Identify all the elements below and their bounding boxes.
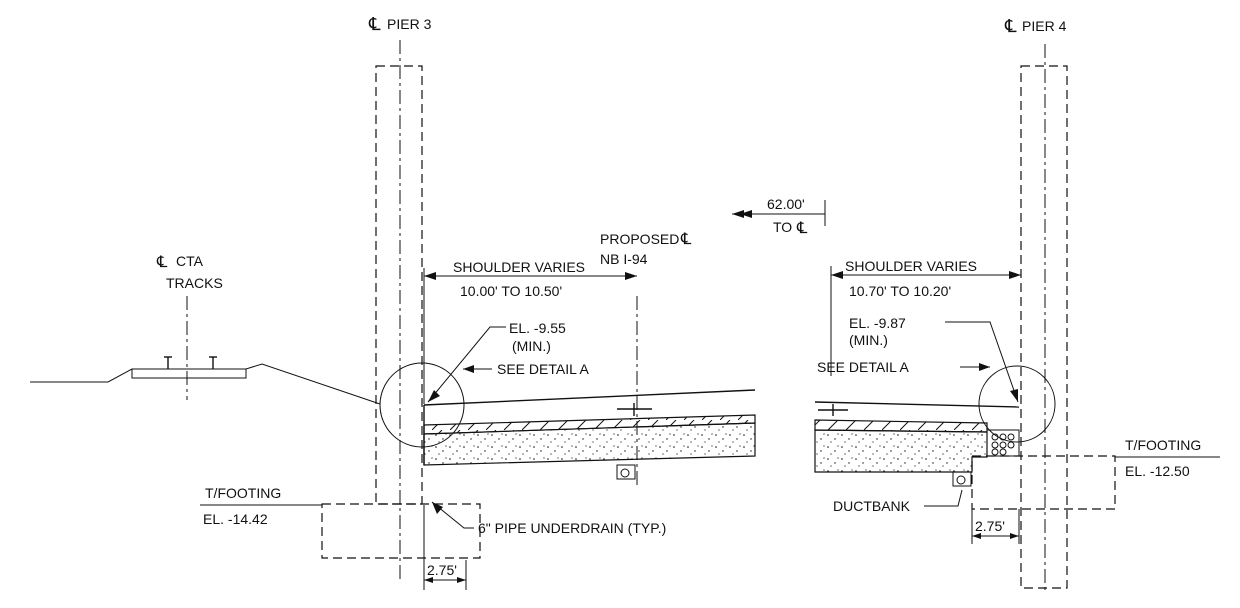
shoulder-dim-right bbox=[831, 271, 1021, 279]
offset-dim-label: 62.00' bbox=[767, 196, 805, 212]
rail-right bbox=[209, 356, 217, 369]
ductbank-label: DUCTBANK bbox=[833, 498, 911, 514]
pavement-base-right bbox=[814, 429, 988, 473]
underdrain-pipe-right bbox=[956, 475, 966, 485]
shoulder-range-right: 10.70' TO 10.20' bbox=[849, 283, 951, 299]
footing-elev-right: EL. -12.50 bbox=[1125, 463, 1190, 479]
offset-dim bbox=[732, 210, 825, 218]
proposed-label-group: PROPOSED ℄ NB I-94 bbox=[600, 231, 692, 267]
pavement-surface-right bbox=[814, 401, 1020, 408]
elev-min-right: (MIN.) bbox=[849, 332, 888, 348]
pier-4-label: PIER 4 bbox=[1022, 18, 1067, 34]
pier-4-group: ℄ PIER 4 62.00' TO ℄ SHOULDER VARIES 10.… bbox=[732, 16, 1220, 590]
shoulder-dim-left bbox=[424, 272, 637, 280]
pier-3-group: ℄ PIER 3 ℄ CTA TRACKS bbox=[30, 14, 756, 590]
ductbank-leader bbox=[924, 489, 963, 507]
crown-mark-right bbox=[818, 404, 848, 416]
elev-arrow-left bbox=[428, 390, 440, 402]
tracks-label: TRACKS bbox=[166, 275, 223, 291]
elev-min-left: (MIN.) bbox=[512, 338, 551, 354]
proposed-label: PROPOSED bbox=[600, 231, 679, 247]
rail-left bbox=[164, 356, 172, 369]
cta-label: CTA bbox=[176, 253, 204, 269]
elev-leader-right bbox=[945, 321, 1019, 403]
detail-a-circle-left bbox=[379, 362, 465, 448]
detail-a-circle-right bbox=[978, 365, 1056, 443]
ductbank-conduits bbox=[991, 433, 1015, 456]
offset-centerline-symbol: ℄ bbox=[796, 220, 808, 237]
pier-4-centerline-symbol: ℄ bbox=[1004, 16, 1017, 36]
underdrain-label: 6" PIPE UNDERDRAIN (TYP.) bbox=[478, 520, 666, 536]
pier-3-centerline-symbol: ℄ bbox=[368, 14, 381, 34]
underdrain-box-left bbox=[616, 464, 636, 480]
ground-line bbox=[30, 363, 381, 405]
shoulder-label-right: SHOULDER VARIES bbox=[845, 258, 977, 274]
dim-label-right: 2.75' bbox=[975, 518, 1005, 534]
footing-label-left: T/FOOTING bbox=[205, 485, 281, 501]
elev-label-left: EL. -9.55 bbox=[509, 320, 566, 336]
pier-4-footing bbox=[971, 455, 1116, 510]
ductbank-box bbox=[986, 429, 1020, 457]
footing-elev-left: EL. -14.42 bbox=[203, 511, 268, 527]
pier-3-label: PIER 3 bbox=[387, 16, 432, 32]
elev-arrow-right bbox=[1010, 389, 1018, 402]
pier-3-column bbox=[375, 65, 423, 505]
underdrain-leader bbox=[431, 501, 474, 529]
shoulder-label-left: SHOULDER VARIES bbox=[453, 259, 585, 275]
pier-4-column bbox=[1020, 65, 1068, 589]
track-ballast bbox=[131, 368, 247, 379]
detail-arrow-right bbox=[979, 363, 990, 371]
pier-3-footing bbox=[321, 503, 481, 559]
offset-to-label: TO bbox=[773, 219, 792, 235]
dim-label-left: 2.75' bbox=[427, 562, 457, 578]
underdrain-arrow bbox=[432, 502, 443, 514]
elev-leader-left bbox=[427, 326, 506, 403]
shoulder-range-left: 10.00' TO 10.50' bbox=[460, 283, 562, 299]
elev-label-right: EL. -9.87 bbox=[849, 315, 906, 331]
detail-label-left: SEE DETAIL A bbox=[497, 361, 589, 377]
svg-text:℄: ℄ bbox=[368, 14, 381, 34]
detail-label-right: SEE DETAIL A bbox=[817, 359, 909, 375]
underdrain-pipe-left bbox=[620, 468, 630, 478]
underdrain-box-right bbox=[952, 471, 972, 487]
footing-label-right: T/FOOTING bbox=[1125, 437, 1201, 453]
pavement-surface-left bbox=[423, 389, 756, 406]
crown-mark-left bbox=[617, 403, 652, 416]
proposed-centerline-symbol: ℄ bbox=[680, 231, 692, 248]
cta-centerline-symbol: ℄ bbox=[156, 254, 168, 271]
proposed-route: NB I-94 bbox=[600, 251, 648, 267]
detail-arrow-left bbox=[463, 365, 474, 373]
